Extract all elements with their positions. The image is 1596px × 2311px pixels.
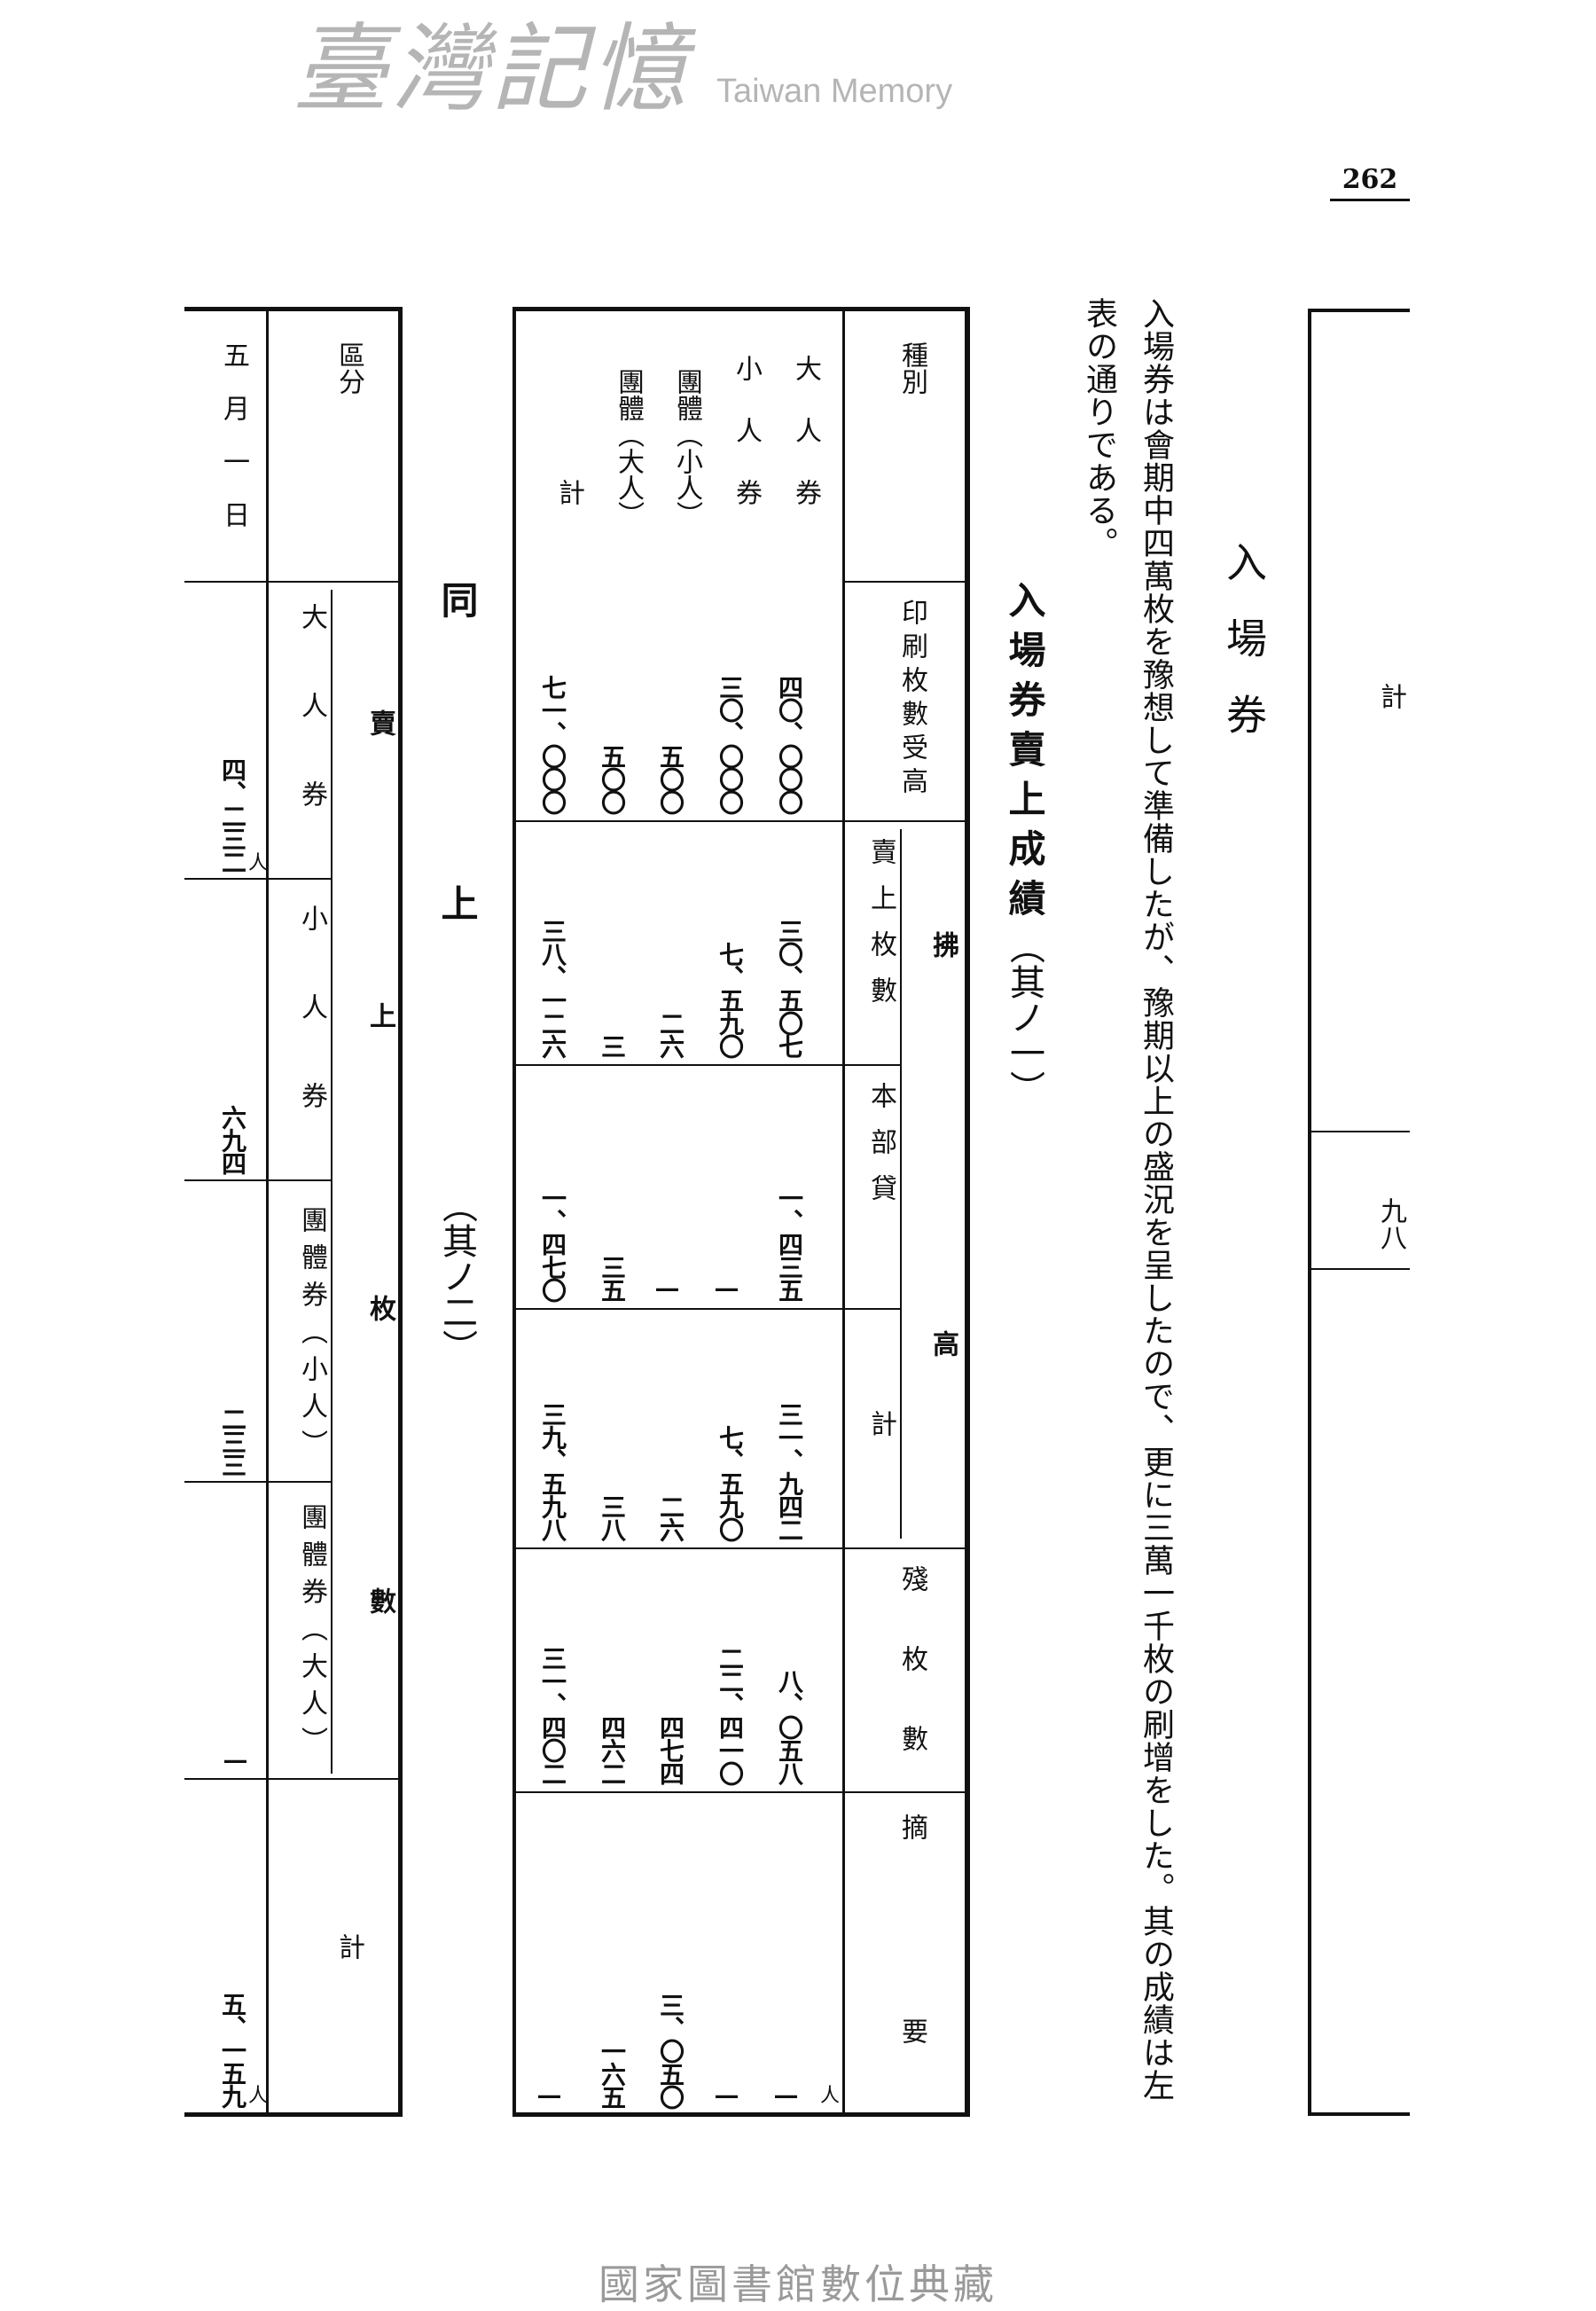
- table2-unit: 人: [248, 852, 269, 874]
- table1-header-hq-loan: 本部貸: [865, 1082, 896, 1220]
- table2-header-child: 小人券: [296, 905, 327, 1171]
- table1-cell-hq-loan: —: [653, 1273, 682, 1301]
- table1-row-kind: 團體（小人）: [671, 368, 702, 528]
- table1-header-printed: 印刷枚數受高: [896, 599, 927, 801]
- table1-row-kind: 計: [553, 479, 584, 505]
- table2-header-sold-group: 賣上枚數: [364, 709, 395, 1880]
- table1-row-kind: 小人券: [731, 355, 762, 541]
- table1-cell-hq-loan: 三五: [598, 1255, 627, 1301]
- table1-cell-remarks: 一六五: [598, 2039, 627, 2108]
- table1-cell-remaining: 二二、四一〇: [716, 1646, 745, 1784]
- table2-cell: 五、一五九: [218, 1992, 247, 2107]
- footer-credit: 國家圖書館數位典藏: [598, 2260, 998, 2308]
- watermark-en: Taiwan Memory: [716, 73, 953, 111]
- table2-header-total: 計: [333, 1933, 364, 1960]
- table2-title-block: 同上（其ノ二）: [430, 581, 484, 1365]
- table2-cell: 二三三: [218, 1406, 247, 1476]
- watermark-logo: 臺灣記憶 Taiwan Memory: [293, 14, 953, 125]
- table1-cell-subtotal: 三一、九四二: [775, 1402, 804, 1540]
- table1-cell-hq-loan: 一、四七〇: [538, 1186, 567, 1301]
- table1-cell-remaining: 四七四: [656, 1715, 685, 1784]
- table1-cell-remaining: 八、〇五八: [775, 1669, 804, 1784]
- table1-title: 入場券賣上成績: [1003, 581, 1046, 928]
- table2-row-date: 五月一日: [218, 341, 249, 554]
- table1-cell-subtotal: 二六: [656, 1494, 685, 1540]
- table1-cell-printed: 七一、〇〇〇: [538, 675, 567, 813]
- table2-header-group-child: 團體券（小人）: [296, 1206, 327, 1467]
- table1-cell-remarks: —: [771, 2080, 801, 2108]
- table1-cell-sold: 三八、一二六: [538, 919, 567, 1057]
- table1-header-remaining: 殘枚數: [896, 1565, 927, 1805]
- table1-cell-sold: 三〇、五〇七: [775, 919, 804, 1057]
- table1-cell-remaining: 三一、四〇二: [538, 1646, 567, 1784]
- table2-subtitle: （其ノ二）: [436, 1187, 477, 1365]
- table1-cell-sold: 二六: [656, 1011, 685, 1057]
- table2-cell: —: [221, 1745, 250, 1773]
- table1-header-disbursed: 拂高: [927, 931, 958, 1729]
- table1-cell-remarks: —: [535, 2080, 564, 2108]
- summary-label: 計: [1375, 683, 1406, 709]
- table2-title: 同上: [435, 581, 479, 1187]
- table1-cell-printed: 四〇、〇〇〇: [775, 675, 804, 813]
- watermark-cjk: 臺灣記憶: [293, 14, 691, 125]
- table2-header-adult: 大人券: [296, 603, 327, 869]
- table1-cell-subtotal: 三九、五九八: [538, 1402, 567, 1540]
- table1-cell-subtotal: 三八: [598, 1494, 627, 1540]
- summary-value: 九八: [1375, 1197, 1406, 1250]
- page-number: 262: [1330, 164, 1410, 201]
- table1-cell-hq-loan: —: [712, 1273, 741, 1301]
- table1-subtitle: （其ノ一）: [1004, 928, 1044, 1106]
- table1-cell-sold: 三: [598, 1034, 627, 1057]
- table1-cell-printed: 三〇、〇〇〇: [716, 675, 745, 813]
- table1-header-sold: 賣上枚數: [865, 838, 896, 1022]
- table2-header-division: 區分: [333, 341, 364, 395]
- table1-cell-subtotal: 七、五九〇: [716, 1425, 745, 1540]
- table1-cell-sold: 七、五九〇: [716, 942, 745, 1057]
- body-paragraph: 入場券は會期中四萬枚を豫想して準備したが、豫期以上の盛況を呈したので、更に三萬一…: [1068, 297, 1184, 2204]
- table1-unit: 人: [820, 2085, 841, 2107]
- table1-header-subtotal: 計: [865, 1410, 896, 1437]
- table1-title-block: 入場券賣上成績（其ノ一）: [998, 581, 1052, 1106]
- section-heading: 入場券: [1220, 541, 1268, 770]
- table1-header-kind: 種別: [896, 341, 927, 395]
- table1-row-kind: 團體（大人）: [613, 368, 644, 528]
- table1-row-kind: 大人券: [790, 355, 821, 541]
- table1-header-remarks: 摘要: [896, 1814, 927, 2221]
- table2-cell: 四、二三二: [218, 757, 247, 873]
- table2-cell: 六九四: [218, 1105, 247, 1174]
- paragraph-line: 表の通りである。: [1081, 297, 1117, 560]
- table2-header-group-adult: 團體券（大人）: [296, 1503, 327, 1764]
- paragraph-line: 入場券は會期中四萬枚を豫想して準備したが、豫期以上の盛況を呈したので、更に三萬一…: [1138, 297, 1174, 2102]
- table1-cell-remarks: 三、〇五〇: [656, 1993, 685, 2108]
- table1-cell-remaining: 四六二: [598, 1715, 627, 1784]
- table1-cell-printed: 五〇〇: [656, 744, 685, 813]
- table1-cell-hq-loan: 一、四三五: [775, 1186, 804, 1301]
- table1-cell-printed: 五〇〇: [598, 744, 627, 813]
- table1-cell-remarks: —: [712, 2080, 741, 2108]
- table2-unit: 人: [248, 2085, 269, 2107]
